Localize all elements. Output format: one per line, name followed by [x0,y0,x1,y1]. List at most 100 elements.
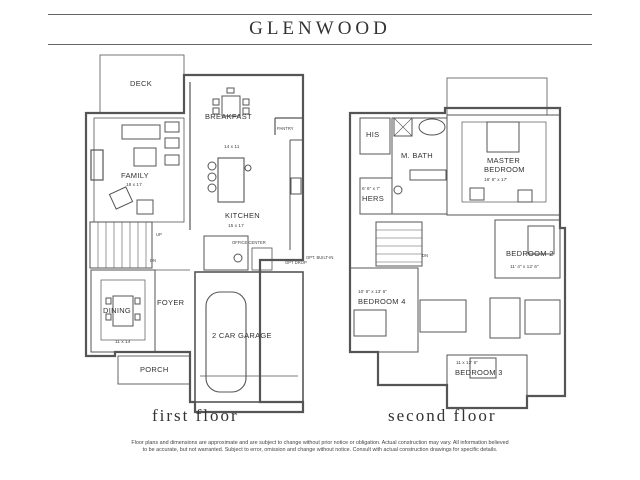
toilet-icon [393,185,403,195]
breakfast-table-icon [221,95,241,117]
hall-bath [419,299,467,333]
end-table-icon [164,154,180,166]
porch [117,355,191,385]
master-bedroom [446,114,561,216]
his-closet [359,117,391,155]
disclaimer-line-2: to be accurate, but not warranted. Subje… [142,447,498,453]
kitchen-island-icon [217,157,245,203]
hers-dim: 6' 6" x 7' [362,186,380,192]
chair-icon [226,87,235,94]
master-bath [391,117,448,215]
master-dim: 16' 6" x 17' [484,177,507,183]
kitchen-dim: 15 x 17 [228,223,244,229]
vanity-icon [409,169,447,181]
chair-icon [469,187,485,201]
family-room [93,117,185,223]
stair-dn-label-2: DN [422,253,428,258]
bed-icon [486,121,520,153]
chair-icon [134,313,141,321]
sofa-icon [121,124,161,140]
bed-icon [469,357,497,379]
pantry-label: PANTRY [277,126,294,131]
family-label: FAMILY [121,171,149,180]
chair-icon [242,98,250,106]
stairs-first-floor [89,221,153,269]
first-floor-outer-wall [84,73,305,414]
sink-icon [244,164,252,172]
chair-icon [242,107,250,115]
master-bath-label: M. BATH [401,151,433,160]
foyer-label: FOYER [157,298,185,307]
chair-icon [105,297,112,305]
dining-table-icon [112,295,134,327]
title-rule-top [48,14,592,15]
opt-drop-label: OPT DROP [285,260,307,265]
plan-title: GLENWOOD [249,18,391,39]
chair-icon [105,313,112,321]
his-label: HIS [366,130,379,139]
stair-up-label: UP [156,232,162,237]
chair-icon [212,98,220,106]
bedroom3-dim: 11 x 12' 6" [456,360,478,366]
powder-room [203,235,249,271]
disclaimer: Floor plans and dimensions are approxima… [60,440,580,454]
chair-icon [517,189,533,203]
bed-icon [353,309,387,337]
bedroom2-dim: 11' 4" x 12' 6" [510,264,539,270]
car-icon [205,291,247,393]
second-floor-caption: second floor [388,406,497,425]
bedroom-2 [494,219,561,279]
tub-icon [418,118,446,136]
office-center-label: OFFICE CENTER [232,240,266,245]
stool-icon [207,183,217,193]
disclaimer-line-1: Floor plans and dimensions are approxima… [131,440,509,446]
range-icon [290,177,302,195]
master-label-2: BEDROOM [484,165,525,174]
kitchen-label: KITCHEN [225,211,260,220]
stool-icon [207,172,217,182]
end-table-icon [164,121,180,133]
stair-dn-label: DN [150,258,156,263]
kitchen-counter [289,139,303,250]
end-table-icon [164,137,180,149]
armchair-icon [108,186,134,210]
bath-2 [489,297,521,339]
bedroom2-label: BEDROOM 2 [506,249,554,258]
chair-icon [134,297,141,305]
drop-zone [251,247,273,271]
dining-rug [100,279,146,341]
dining-room [90,269,156,353]
dining-dim: 11 x 14 [115,339,131,345]
shower-icon [393,117,413,137]
bath-3 [524,299,561,335]
fireplace-icon [90,149,104,181]
garage-label: 2 CAR GARAGE [212,331,272,340]
first-floor-plan [84,54,305,414]
breakfast-dim: 14 x 11 [224,144,240,150]
stairs-second-floor [375,221,423,267]
second-floor-plan [348,77,567,410]
dining-label: DINING [103,306,131,315]
porch-label: PORCH [140,365,169,374]
breakfast-label: BREAKFAST [205,112,252,121]
roof-outline [446,77,548,116]
toilet-icon [233,253,243,263]
side-table-icon [136,199,154,215]
master-label-1: MASTER [487,156,520,165]
bedroom3-label: BEDROOM 3 [455,368,503,377]
family-dim: 18 x 17 [126,182,142,188]
coffee-table-icon [133,147,157,167]
garage [194,271,304,403]
bedroom-4 [349,267,419,353]
bedroom4-dim: 10' 6" x 13' 6" [358,289,387,295]
stool-icon [207,161,217,171]
bed-icon [527,225,555,255]
bedroom4-label: BEDROOM 4 [358,297,406,306]
deck-label: DECK [130,79,152,88]
bedroom-3 [446,354,528,409]
opt-built-in-label: OPT. BUILT-IN [306,255,333,260]
first-floor-caption: first floor [152,406,239,425]
hers-label: HERS [362,194,384,203]
title-rule-bottom [48,44,592,45]
